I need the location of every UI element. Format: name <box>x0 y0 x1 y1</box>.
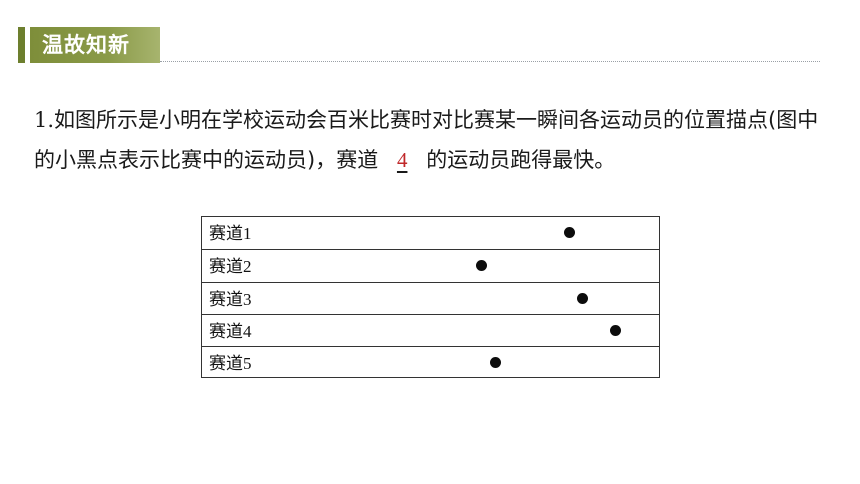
runner-dot <box>476 260 488 271</box>
lane-label: 赛道1 <box>209 224 252 243</box>
header-accent-bar <box>18 27 25 63</box>
runner-dot <box>609 325 621 336</box>
question-stem-end: 的运动员跑得最快。 <box>426 148 616 172</box>
section-header: 温故知新 <box>18 24 820 66</box>
lane-row: 赛道5 <box>202 346 659 377</box>
lane-label: 赛道3 <box>209 290 252 309</box>
lane-row: 赛道4 <box>202 314 659 346</box>
lane-label: 赛道5 <box>209 354 252 373</box>
runner-dot <box>563 227 575 238</box>
header-divider <box>160 61 820 62</box>
header-title-background <box>30 27 160 63</box>
lane-label: 赛道2 <box>209 257 252 276</box>
section-title: 温故知新 <box>42 33 130 57</box>
lane-row: 赛道3 <box>202 282 659 314</box>
lane-label: 赛道4 <box>209 322 252 341</box>
question-stem: 如图所示是小明在学校运动会百米比赛时对比赛某一瞬间各运动员的位置描点(图中的小黑… <box>34 108 819 172</box>
runner-dot <box>490 357 502 368</box>
question-text: 1.如图所示是小明在学校运动会百米比赛时对比赛某一瞬间各运动员的位置描点(图中的… <box>34 100 834 180</box>
lanes-diagram: 赛道1 赛道2 赛道3 赛道4 赛道5 <box>201 216 660 378</box>
lane-row: 赛道1 <box>202 217 659 249</box>
question-number: 1. <box>34 108 55 132</box>
answer-blank: 4 <box>396 148 408 172</box>
lane-row: 赛道2 <box>202 249 659 282</box>
runner-dot <box>577 293 589 304</box>
